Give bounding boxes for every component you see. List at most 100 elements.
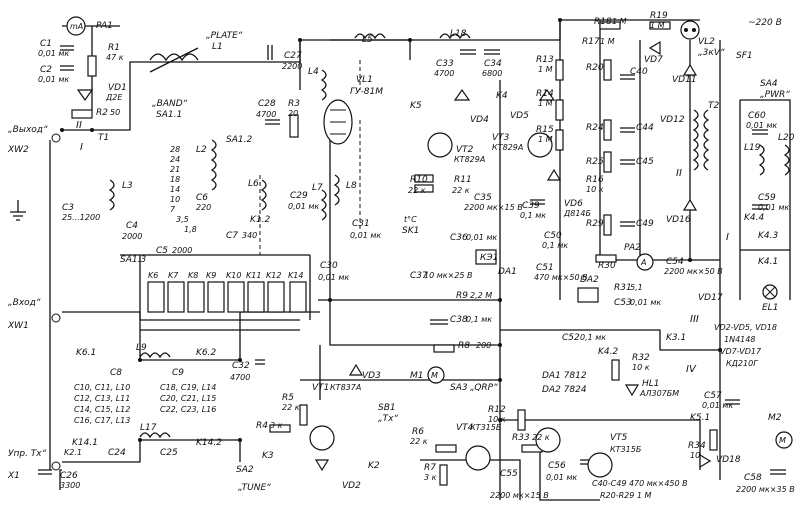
control-connector: Упр. Тх“ X1 K2.1 xyxy=(7,448,82,481)
label-c9: C9 xyxy=(172,368,184,378)
label-vt4v: КТ315Б xyxy=(470,423,502,432)
relay-k12: K12 xyxy=(266,271,281,280)
label-plate: „PLATE“ xyxy=(206,31,243,41)
label-t2: T2 xyxy=(708,101,719,111)
label-da1: DA1 xyxy=(498,267,517,277)
label-c31: C31 xyxy=(352,219,370,229)
label-r24: R24 xyxy=(586,123,604,133)
label-r15: R15 xyxy=(536,125,554,135)
label-c29: C29 xyxy=(290,191,308,201)
filter-right-1: C20, C21, L15 xyxy=(160,394,216,403)
label-r10v: 22 к xyxy=(408,186,426,195)
filter-left-2: C14, C15, L12 xyxy=(74,405,130,414)
labels: C1 0,01 мк C2 0,01 мк R1 47 к VD1 Д2Е R2… xyxy=(38,11,795,500)
label-tx: „Тх“ xyxy=(378,414,398,424)
label-c58: C58 xyxy=(744,473,762,483)
resistors xyxy=(71,21,718,486)
label-mains: ~220 В xyxy=(748,18,782,28)
label-r2: R2 xyxy=(96,108,108,118)
label-r19v: 1 М xyxy=(650,21,665,30)
note-r-range: R20-R29 1 М xyxy=(600,491,652,500)
label-r4: R4 xyxy=(256,421,268,431)
label-c37: C37 xyxy=(410,271,428,281)
band-7: 7 xyxy=(170,205,176,214)
label-c60v: 0,01 мк xyxy=(746,121,777,130)
label-l2: L2 xyxy=(196,145,207,155)
label-l19: L19 xyxy=(744,143,761,153)
label-sa13: SA1.3 xyxy=(120,255,146,265)
variable-coil-icon xyxy=(149,47,199,73)
in-label: „Вход“ xyxy=(8,298,41,308)
in-ref: XW1 xyxy=(7,321,29,331)
label-r31v: 5,1 xyxy=(630,283,643,292)
label-r25: R25 xyxy=(586,157,604,167)
label-tune: „TUNE“ xyxy=(238,483,271,493)
label-c28: C28 xyxy=(258,99,276,109)
label-c53v: 0,01 мк xyxy=(630,298,661,307)
label-r10: R10 xyxy=(410,175,428,185)
label-vd4: VD4 xyxy=(470,115,489,125)
svg-text:A: A xyxy=(640,258,646,267)
label-vt3v: КТ829А xyxy=(492,143,523,152)
band-14: 14 xyxy=(170,185,180,194)
label-r32v: 10 к xyxy=(632,363,650,372)
label-vd17: VD17 xyxy=(698,293,723,303)
label-sa12: SA1.2 xyxy=(226,135,252,145)
label-r8: R8 xyxy=(458,341,470,351)
winding-ii: II xyxy=(76,120,82,131)
label-c55: C55 xyxy=(500,469,518,479)
band-1-8: 1,8 xyxy=(184,225,197,234)
label-k12: K1.2 xyxy=(250,215,270,225)
winding-iv: IV xyxy=(686,364,697,375)
filter-list: C10, C11, L10 C12, C13, L11 C14, C15, L1… xyxy=(74,383,216,425)
label-c30v: 0,01 мк xyxy=(318,273,349,282)
label-t1: T1 xyxy=(98,133,109,143)
vacuum-tube-icon xyxy=(323,99,353,145)
label-vd18: VD18 xyxy=(716,455,741,465)
label-r32: R32 xyxy=(632,353,650,363)
label-r34v: 10 xyxy=(690,451,700,460)
ctrl-ref: X1 xyxy=(7,471,20,481)
label-k51: K5.1 xyxy=(690,413,710,423)
label-r3v: 20 xyxy=(288,109,298,118)
label-r6: R6 xyxy=(412,427,424,437)
label-vd3: VD3 xyxy=(362,371,381,381)
label-r12v: 10 к xyxy=(488,415,506,424)
label-r31: R31 xyxy=(614,283,632,293)
filter-left-0: C10, C11, L10 xyxy=(74,383,130,392)
input-connector: „Вход“ XW1 xyxy=(7,298,61,331)
label-vt5v: КТ315Б xyxy=(610,445,642,454)
label-c52: C52 xyxy=(562,333,580,343)
label-m2: M2 xyxy=(768,413,782,423)
label-r5: R5 xyxy=(282,393,294,403)
label-vd7: VD7 xyxy=(644,55,663,65)
label-r1v: 47 к xyxy=(106,53,124,62)
note-vd-d: КД210Г xyxy=(726,359,758,368)
label-c59v: 0,01 мк xyxy=(758,203,789,212)
label-r1: R1 xyxy=(108,43,120,53)
label-k62: K6.2 xyxy=(196,348,216,358)
label-pwr: „PWR“ xyxy=(760,90,790,100)
label-sa3: SA3 xyxy=(450,383,468,393)
note-vd-c: VD7-VD17 xyxy=(720,347,762,356)
label-vd16: VD16 xyxy=(666,215,691,225)
label-sf1: SF1 xyxy=(736,51,753,61)
transistors xyxy=(309,132,613,478)
label-r9: R9 xyxy=(456,291,468,301)
diodes xyxy=(76,40,712,472)
label-c32v: 4700 xyxy=(230,373,250,382)
label-c56: C56 xyxy=(548,461,566,471)
label-vt2: VT2 xyxy=(456,145,474,155)
label-c2: C2 xyxy=(40,65,52,75)
label-r14: R14 xyxy=(536,89,554,99)
label-k4: K4 xyxy=(496,91,508,101)
label-c39: C39 xyxy=(522,201,540,211)
label-c26: C26 xyxy=(60,471,78,481)
label-r33: R33 xyxy=(512,433,530,443)
label-r15v: 1 М xyxy=(538,135,553,144)
label-c31v: 0,01 мк xyxy=(350,231,381,240)
label-c50v: 0,1 мк xyxy=(542,241,568,250)
label-c54v: 2200 мк×50 В xyxy=(664,267,723,276)
